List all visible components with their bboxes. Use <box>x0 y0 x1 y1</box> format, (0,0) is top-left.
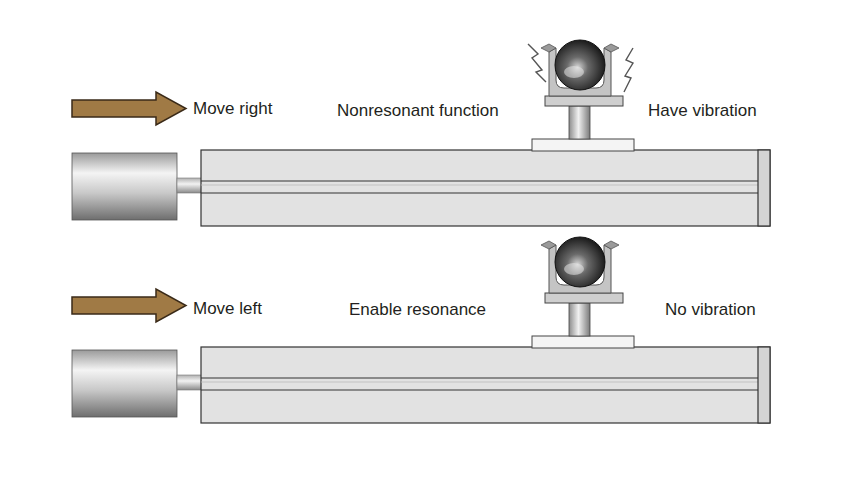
caption-label: Nonresonant function <box>337 101 499 121</box>
caption-label: Have vibration <box>648 101 757 121</box>
caption-label: No vibration <box>665 300 756 320</box>
caption-label: Enable resonance <box>349 300 486 320</box>
caption-label: Move right <box>193 99 272 119</box>
caption-label: Move left <box>193 299 262 319</box>
